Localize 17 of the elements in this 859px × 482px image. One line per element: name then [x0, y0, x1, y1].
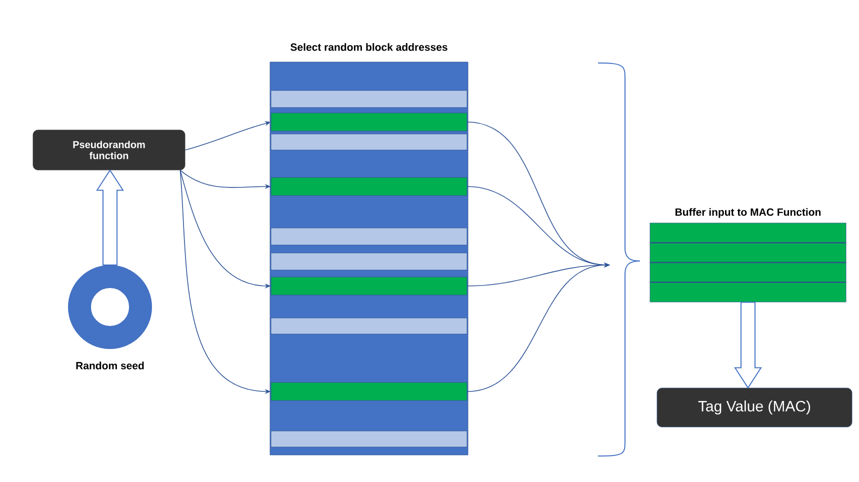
function-box: Pseudorandom function: [32, 130, 186, 170]
selected-block: [270, 276, 468, 296]
selected-block: [270, 382, 468, 401]
memory-block: [270, 318, 468, 334]
memory-block: [270, 90, 468, 108]
memory-block: [270, 228, 468, 246]
node-label: Random seed: [76, 362, 144, 370]
selected-block: [270, 177, 468, 196]
block-arrow: [734, 302, 762, 389]
memory-block: [270, 252, 468, 270]
output-box: Tag Value (MAC): [656, 388, 852, 428]
heading: Buffer input to MAC Function: [676, 208, 821, 218]
memory-block: [270, 430, 468, 448]
heading: Select random block addresses: [290, 43, 448, 51]
memory-block: [270, 134, 468, 150]
selected-block: [270, 112, 468, 132]
block-arrow: [96, 169, 124, 266]
